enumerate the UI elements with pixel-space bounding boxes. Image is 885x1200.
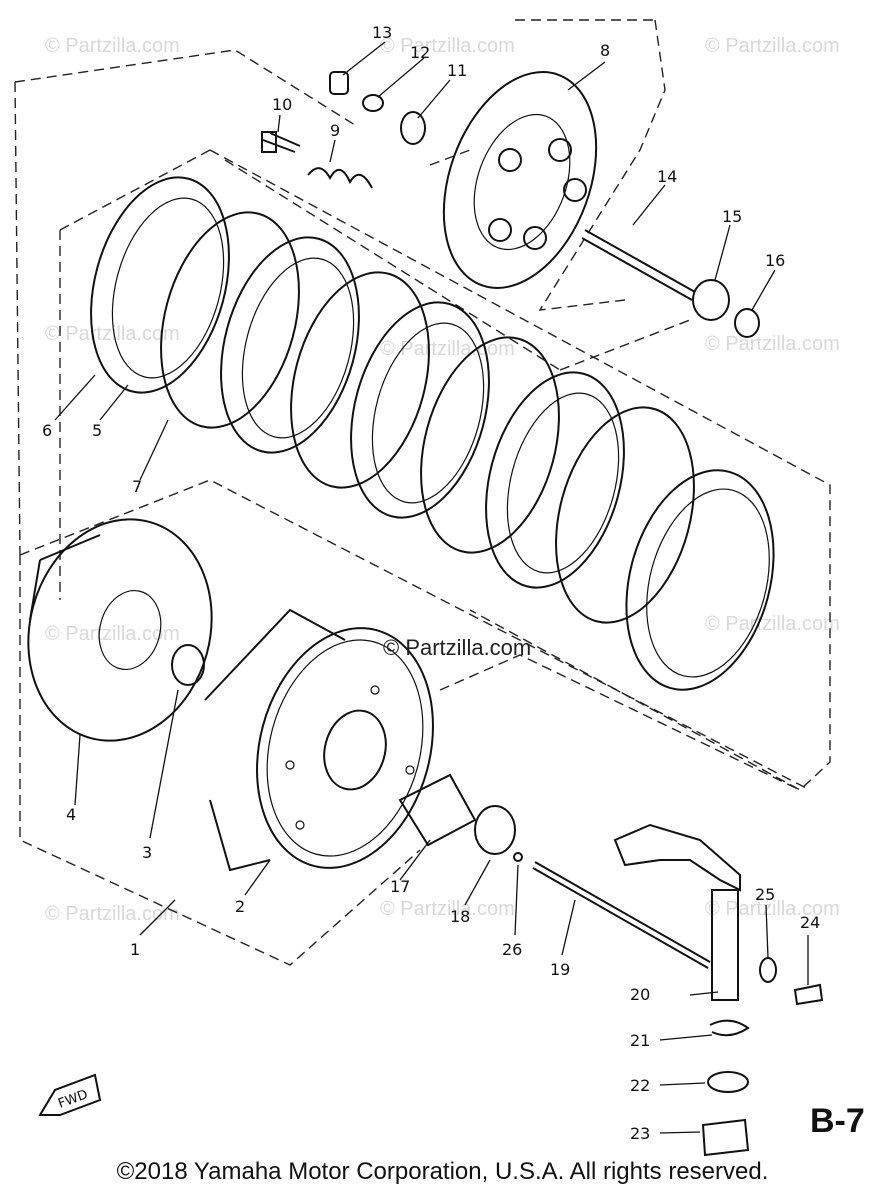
fwd-label: FWD [56, 1087, 90, 1111]
clutch-housing [204, 608, 434, 872]
callout-16: 16 [765, 251, 785, 270]
callout-26: 26 [502, 940, 522, 959]
callout-9: 9 [330, 121, 340, 140]
callout-18: 18 [450, 907, 470, 926]
push-rod-assembly [581, 229, 760, 338]
spacer-washer-rod [398, 773, 711, 969]
callout-11: 11 [447, 61, 467, 80]
callout-21: 21 [630, 1031, 650, 1050]
clutch-boss [27, 518, 213, 742]
callout-22: 22 [630, 1076, 650, 1095]
watermark: © Partzilla.com [705, 613, 840, 635]
callout-1: 1 [130, 940, 140, 959]
thrust-washer [171, 644, 205, 686]
watermark: © Partzilla.com [380, 898, 515, 920]
small-hardware [261, 71, 426, 189]
watermark: © Partzilla.com [45, 623, 180, 645]
callout-20: 20 [630, 985, 650, 1004]
callout-6: 6 [42, 421, 52, 440]
copyright-notice: ©2018 Yamaha Motor Corporation, U.S.A. A… [116, 1158, 769, 1185]
watermarks: © Partzilla.com © Partzilla.com © Partzi… [45, 35, 840, 925]
callout-19: 19 [550, 960, 570, 979]
callout-24: 24 [800, 913, 820, 932]
watermark: © Partzilla.com [45, 35, 180, 57]
assembly-frames [14, 19, 831, 966]
callout-2: 2 [235, 897, 245, 916]
diagram-code: B-7 [810, 1102, 865, 1140]
callout-10: 10 [272, 95, 292, 114]
watermark: © Partzilla.com [380, 35, 515, 57]
callout-14: 14 [657, 167, 677, 186]
callout-25: 25 [755, 885, 775, 904]
callout-15: 15 [722, 207, 742, 226]
callout-17: 17 [390, 877, 410, 896]
leader-lines [54, 41, 809, 1134]
watermark: © Partzilla.com [705, 35, 840, 57]
callout-5: 5 [92, 421, 102, 440]
callout-8: 8 [600, 41, 610, 60]
watermark: © Partzilla.com [705, 333, 840, 355]
fwd-arrow: FWD [38, 1073, 102, 1116]
callout-3: 3 [142, 843, 152, 862]
watermark: © Partzilla.com [380, 338, 515, 360]
callout-4: 4 [66, 805, 76, 824]
callout-12: 12 [410, 43, 430, 62]
callout-7: 7 [132, 477, 142, 496]
center-watermark: © Partzilla.com [383, 635, 531, 660]
clutch-plate-stack [90, 176, 775, 691]
pressure-plate [442, 71, 598, 289]
callout-23: 23 [630, 1124, 650, 1143]
callout-13: 13 [372, 23, 392, 42]
watermark: © Partzilla.com [45, 323, 180, 345]
push-lever-assembly [613, 823, 824, 1157]
watermark: © Partzilla.com [45, 903, 180, 925]
callout-numbers: 1 2 3 4 5 6 7 8 9 10 11 12 13 14 15 16 1… [42, 23, 820, 1143]
